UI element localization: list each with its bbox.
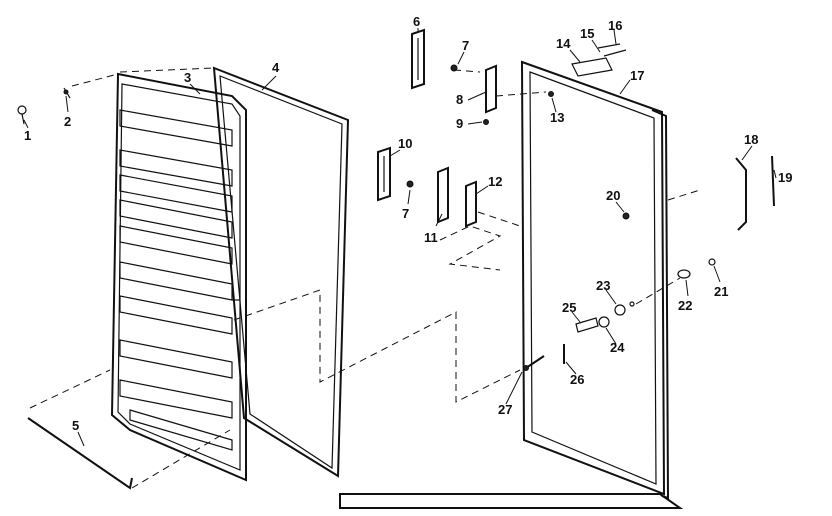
callout-9: 9 bbox=[456, 116, 463, 131]
screw-7-upper bbox=[450, 64, 458, 72]
callout-1: 1 bbox=[24, 128, 31, 143]
callout-11: 11 bbox=[424, 230, 438, 245]
screw-27 bbox=[523, 355, 545, 371]
callout-14: 14 bbox=[556, 36, 571, 51]
top-hinge-parts bbox=[571, 43, 627, 77]
callout-25: 25 bbox=[562, 300, 576, 315]
handle-18 bbox=[735, 157, 747, 231]
callout-18: 18 bbox=[744, 132, 758, 147]
bushing-23 bbox=[614, 304, 626, 316]
base-strip bbox=[339, 493, 684, 509]
callout-8: 8 bbox=[456, 92, 463, 107]
hinge-plate-11 bbox=[437, 166, 449, 224]
screw-7-lower bbox=[406, 180, 414, 188]
callout-23: 23 bbox=[596, 278, 610, 293]
callout-5: 5 bbox=[72, 418, 79, 433]
hinge-bracket-10 bbox=[377, 146, 391, 202]
callout-16: 16 bbox=[608, 18, 622, 33]
pin-25 bbox=[575, 317, 599, 333]
callout-19: 19 bbox=[778, 170, 792, 185]
callouts: 1 2 3 4 5 6 7 7 8 9 10 11 12 13 14 15 16… bbox=[24, 14, 792, 433]
hinge-plate-12 bbox=[465, 180, 477, 228]
callout-6: 6 bbox=[413, 14, 420, 29]
outer-door-panel bbox=[520, 60, 670, 500]
callout-27: 27 bbox=[498, 402, 512, 417]
callout-24: 24 bbox=[610, 340, 625, 355]
callout-12: 12 bbox=[488, 174, 502, 189]
callout-13: 13 bbox=[550, 110, 564, 125]
callout-7-upper: 7 bbox=[462, 38, 469, 53]
callout-17: 17 bbox=[630, 68, 644, 83]
bushing-24 bbox=[598, 316, 610, 328]
callout-22: 22 bbox=[678, 298, 692, 313]
key-21 bbox=[708, 258, 716, 266]
callout-10: 10 bbox=[398, 136, 412, 151]
leader-lines bbox=[23, 28, 777, 447]
callout-21: 21 bbox=[714, 284, 728, 299]
callout-15: 15 bbox=[580, 26, 594, 41]
door-gasket bbox=[212, 66, 350, 478]
callout-4: 4 bbox=[272, 60, 280, 75]
callout-2: 2 bbox=[64, 114, 71, 129]
hinge-plate-8 bbox=[485, 64, 497, 114]
screw-2 bbox=[63, 87, 71, 99]
callout-7-lower: 7 bbox=[402, 206, 409, 221]
screw-9 bbox=[483, 119, 489, 125]
callout-3: 3 bbox=[184, 70, 191, 85]
handle-19 bbox=[771, 155, 775, 207]
door-liner bbox=[110, 72, 247, 482]
callout-20: 20 bbox=[606, 188, 620, 203]
assembly-lines bbox=[29, 67, 701, 489]
screw-1 bbox=[17, 105, 27, 125]
callout-26: 26 bbox=[570, 372, 584, 387]
lock-22 bbox=[677, 269, 691, 279]
door-stop-rod bbox=[27, 417, 133, 490]
hinge-bracket-6 bbox=[411, 28, 425, 90]
